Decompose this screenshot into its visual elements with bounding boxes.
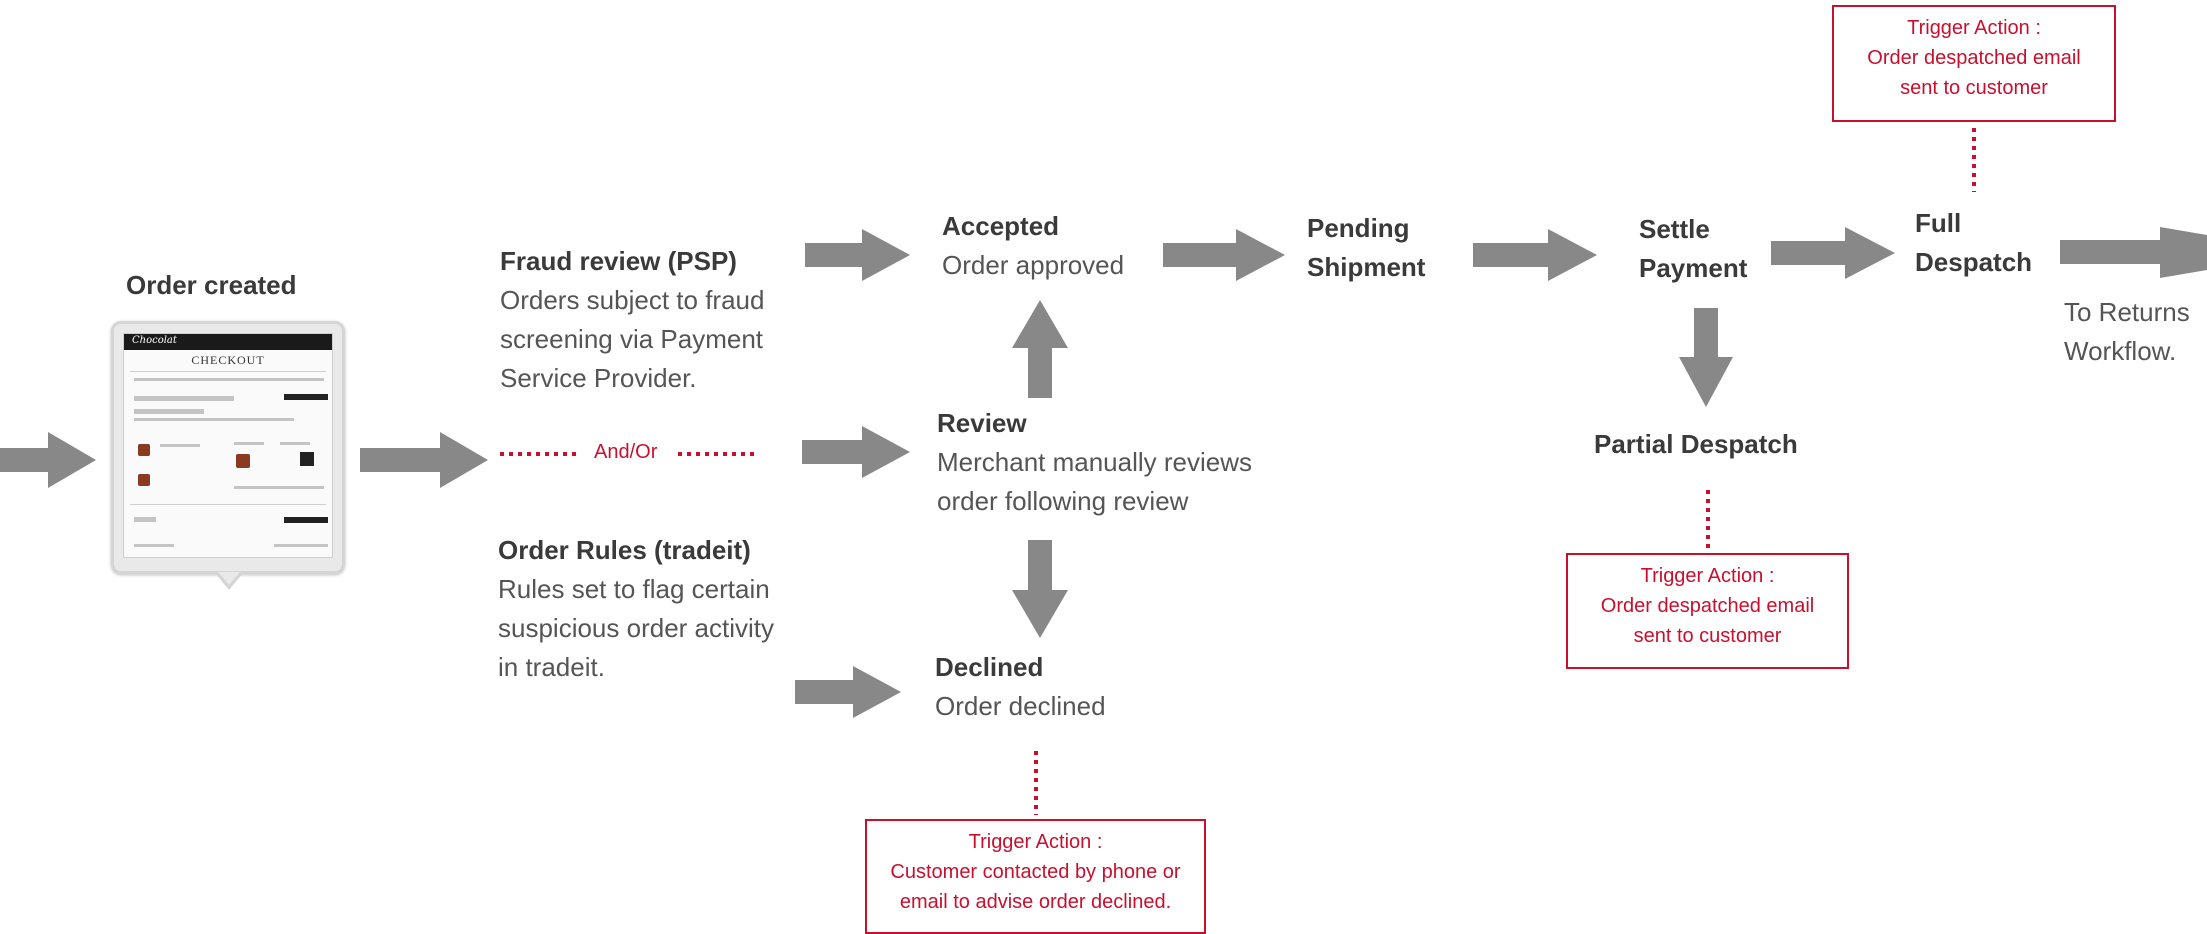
order-created-title: Order created <box>126 270 297 300</box>
arrow-accepted-to-pending <box>1163 229 1285 281</box>
trigger-line: Order despatched email <box>1867 47 2081 69</box>
settle-payment-line: Settle <box>1639 214 1710 244</box>
trigger-box-declined: Trigger Action : Customer contacted by p… <box>865 819 1206 934</box>
trigger-box-full-despatch: Trigger Action : Order despatched email … <box>1832 5 2116 122</box>
pending-shipment-line: Shipment <box>1307 252 1426 282</box>
arrow-pending-to-settle <box>1473 229 1597 281</box>
order-rules-line: in tradeit. <box>498 652 605 682</box>
review-line: order following review <box>937 486 1189 516</box>
fraud-review-node: Fraud review (PSP) Orders subject to fra… <box>500 242 764 398</box>
arrow-rules-to-declined <box>795 666 901 718</box>
fraud-review-title: Fraud review (PSP) <box>500 246 737 276</box>
arrow-settle-to-partial <box>1679 308 1733 407</box>
settle-payment-line: Payment <box>1639 253 1748 283</box>
partial-despatch-title: Partial Despatch <box>1594 429 1798 459</box>
arrow-entry <box>0 432 96 488</box>
returns-line: To Returns <box>2064 297 2190 327</box>
accepted-line: Order approved <box>942 250 1125 280</box>
order-rules-line: suspicious order activity <box>498 613 774 643</box>
fraud-review-line: Orders subject to fraud <box>500 285 765 315</box>
device-checkout-heading: CHECKOUT <box>191 353 265 367</box>
arrow-review-to-declined <box>1012 540 1068 638</box>
arrow-settle-to-full <box>1771 227 1895 279</box>
returns-line: Workflow. <box>2064 336 2177 366</box>
full-despatch-line: Despatch <box>1915 247 2033 277</box>
trigger-line: sent to customer <box>1900 77 2048 99</box>
review-node: Review Merchant manually reviews order f… <box>937 404 1252 521</box>
declined-title: Declined <box>935 652 1044 682</box>
order-rules-node: Order Rules (tradeit) Rules set to flag … <box>498 531 774 687</box>
device-brand: Chocolat <box>132 335 177 346</box>
checkout-device-mockup: Chocolat CHECKOUT <box>111 321 345 590</box>
arrow-order-created-to-checks <box>360 432 488 488</box>
declined-line: Order declined <box>935 691 1106 721</box>
returns-node: To Returns Workflow. <box>2064 293 2190 371</box>
fraud-review-line: screening via Payment <box>500 324 764 354</box>
pending-shipment-node: Pending Shipment <box>1307 209 1425 287</box>
trigger-line: email to advise order declined. <box>899 891 1172 913</box>
full-despatch-line: Full <box>1915 208 1962 238</box>
review-title: Review <box>937 408 1027 438</box>
arrow-fraud-to-accepted <box>805 229 910 281</box>
review-line: Merchant manually reviews <box>937 447 1253 477</box>
declined-node: Declined Order declined <box>935 648 1106 726</box>
pending-shipment-line: Pending <box>1307 213 1410 243</box>
device-topbar: Chocolat <box>124 334 332 350</box>
fraud-review-line: Service Provider. <box>500 363 697 393</box>
order-rules-title: Order Rules (tradeit) <box>498 535 751 565</box>
arrow-review-to-accepted <box>1012 300 1068 398</box>
accepted-title: Accepted <box>942 211 1060 241</box>
settle-payment-node: Settle Payment <box>1639 210 1747 288</box>
full-despatch-node: Full Despatch <box>1915 204 2032 282</box>
arrow-andor-to-review <box>802 426 910 478</box>
checkout-screen: Chocolat CHECKOUT <box>123 333 333 558</box>
trigger-line: sent to customer <box>1633 625 1782 647</box>
arrow-full-to-returns <box>2060 227 2207 278</box>
order-rules-line: Rules set to flag certain <box>498 574 770 604</box>
trigger-box-partial-despatch: Trigger Action : Order despatched email … <box>1566 553 1849 669</box>
trigger-line: Customer contacted by phone or <box>890 861 1181 883</box>
trigger-line: Trigger Action : <box>968 831 1103 853</box>
trigger-line: Trigger Action : <box>1640 565 1775 587</box>
trigger-line: Trigger Action : <box>1907 17 2041 39</box>
trigger-line: Order despatched email <box>1600 595 1815 617</box>
accepted-node: Accepted Order approved <box>942 207 1124 285</box>
and-or-label: And/Or <box>594 441 658 463</box>
